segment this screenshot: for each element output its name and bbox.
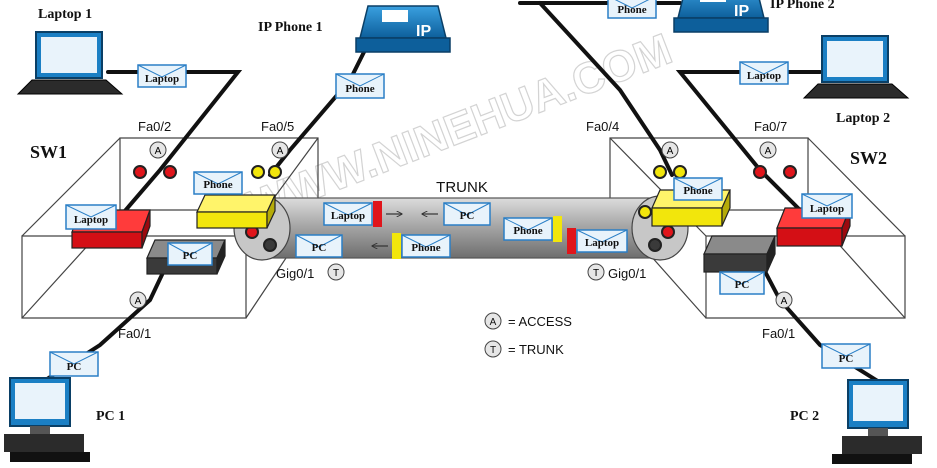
frame-ipphone2: Phone xyxy=(607,0,657,19)
port-labels: Fa0/2 Fa0/5 Fa0/1 Gig0/1 Fa0/4 Fa0/7 Fa0… xyxy=(118,119,795,341)
trunk-label: TRUNK xyxy=(436,179,488,196)
frame-sw1-laptop: Laptop xyxy=(65,204,117,230)
trunk-frame-phone-left: Phone xyxy=(392,233,451,259)
label-ipphone1: IP Phone 1 xyxy=(258,20,323,35)
port-sw2-fa0-4: Fa0/4 xyxy=(586,119,619,134)
port-sw1-fa0-5: Fa0/5 xyxy=(261,119,294,134)
svg-text:A: A xyxy=(490,317,497,328)
marker-sw1-fa0-5: A xyxy=(271,141,289,159)
laptop-icon xyxy=(16,31,124,95)
svg-text:Laptop: Laptop xyxy=(585,237,619,249)
frame-sw2-phone: Phone xyxy=(673,177,723,201)
trunk-frame-laptop-right: Laptop xyxy=(323,201,402,227)
svg-text:Phone: Phone xyxy=(683,185,712,197)
frame-laptop1: Laptop xyxy=(137,64,187,88)
sw1-vlan-phone-switch xyxy=(196,194,276,229)
svg-text:= TRUNK: = TRUNK xyxy=(508,342,564,357)
marker-sw2-gig0-1: T xyxy=(587,263,605,281)
frame-pc2: PC xyxy=(821,343,871,369)
frame-ipphone1: Phone xyxy=(335,73,385,99)
frames: Laptop Phone PC Phone Laptop PC xyxy=(49,0,871,377)
frame-sw1-pc: PC xyxy=(167,242,213,266)
pc-icon xyxy=(4,377,90,462)
svg-text:T: T xyxy=(490,345,496,356)
vlan-tag-phone xyxy=(392,233,401,259)
svg-text:Laptop: Laptop xyxy=(74,214,108,226)
svg-text:IP: IP xyxy=(416,23,431,40)
svg-text:PC: PC xyxy=(183,250,198,262)
pc-icon xyxy=(832,379,922,464)
cable-pc2 xyxy=(758,260,902,397)
cable-ipphone2-down xyxy=(538,1,674,177)
trunk-frame-pc-right: PC xyxy=(295,234,388,258)
port-sw1-fa0-1: Fa0/1 xyxy=(118,326,151,341)
svg-text:Laptop: Laptop xyxy=(810,203,844,215)
svg-text:A: A xyxy=(135,296,142,307)
legend: A = ACCESS T = TRUNK xyxy=(484,312,572,358)
sw1-label: SW1 xyxy=(30,142,67,162)
svg-text:PC: PC xyxy=(312,242,327,254)
svg-text:A: A xyxy=(155,146,162,157)
label-laptop1: Laptop 1 xyxy=(38,7,92,22)
marker-sw2-fa0-7: A xyxy=(759,141,777,159)
marker-sw1-fa0-2: A xyxy=(149,141,167,159)
svg-text:A: A xyxy=(277,146,284,157)
sw2-label: SW2 xyxy=(850,148,887,168)
marker-sw2-fa0-1: A xyxy=(775,291,793,309)
port-markers: A A A T A A A T xyxy=(129,141,793,309)
svg-text:A: A xyxy=(781,296,788,307)
svg-text:Phone: Phone xyxy=(411,242,440,254)
sw2-vlan-phone-switch xyxy=(651,189,731,227)
label-pc2: PC 2 xyxy=(790,409,819,424)
sw2-vlan-pc-switch xyxy=(703,235,776,273)
vlan-tag-phone xyxy=(553,216,562,242)
svg-text:T: T xyxy=(593,268,599,279)
ip-phone-icon: IP xyxy=(673,0,769,33)
device-labels: Laptop 1 IP Phone 1 IP Phone 2 Laptop 2 … xyxy=(38,0,890,424)
svg-text:PC: PC xyxy=(735,279,750,291)
svg-text:PC: PC xyxy=(460,210,475,222)
cable-ipphone1 xyxy=(268,38,372,177)
svg-text:T: T xyxy=(333,268,339,279)
port-sw2-gig0-1: Gig0/1 xyxy=(608,266,646,281)
port-sw1-gig0-1: Gig0/1 xyxy=(276,266,314,281)
frame-sw2-laptop: Laptop xyxy=(801,193,853,219)
trunk-frame-laptop-left: Laptop xyxy=(567,228,628,254)
svg-text:= ACCESS: = ACCESS xyxy=(508,314,572,329)
trunk-frame-phone-right: Phone xyxy=(503,216,562,242)
label-ipphone2: IP Phone 2 xyxy=(770,0,835,12)
trunk-frame-pc-left: PC xyxy=(422,202,491,226)
legend-access: A = ACCESS xyxy=(484,312,572,330)
port-sw2-fa0-1: Fa0/1 xyxy=(762,326,795,341)
svg-text:A: A xyxy=(667,146,674,157)
frame-laptop2: Laptop xyxy=(739,61,789,85)
svg-text:Phone: Phone xyxy=(203,179,232,191)
svg-text:Phone: Phone xyxy=(617,4,646,16)
svg-text:Laptop: Laptop xyxy=(145,73,179,85)
label-pc1: PC 1 xyxy=(96,409,125,424)
legend-trunk: T = TRUNK xyxy=(484,340,564,358)
frame-pc1: PC xyxy=(49,351,99,377)
label-laptop2: Laptop 2 xyxy=(836,111,890,126)
svg-text:IP: IP xyxy=(734,3,749,20)
laptop-icon xyxy=(802,35,910,99)
marker-sw1-gig0-1: T xyxy=(327,263,345,281)
marker-sw1-fa0-1: A xyxy=(129,291,147,309)
vlan-tag-laptop xyxy=(567,228,576,254)
ip-phone-icon: IP xyxy=(355,5,451,53)
port-sw2-fa0-7: Fa0/7 xyxy=(754,119,787,134)
frame-sw1-phone: Phone xyxy=(193,171,243,195)
svg-text:Phone: Phone xyxy=(513,225,542,237)
port-sw1-fa0-2: Fa0/2 xyxy=(138,119,171,134)
vlan-tag-laptop xyxy=(373,201,382,227)
svg-text:PC: PC xyxy=(839,353,854,365)
svg-text:Laptop: Laptop xyxy=(747,70,781,82)
marker-sw2-fa0-4: A xyxy=(661,141,679,159)
svg-text:Phone: Phone xyxy=(345,83,374,95)
svg-text:A: A xyxy=(765,146,772,157)
svg-text:Laptop: Laptop xyxy=(331,210,365,222)
frame-sw2-pc: PC xyxy=(719,271,765,295)
svg-text:PC: PC xyxy=(67,361,82,373)
